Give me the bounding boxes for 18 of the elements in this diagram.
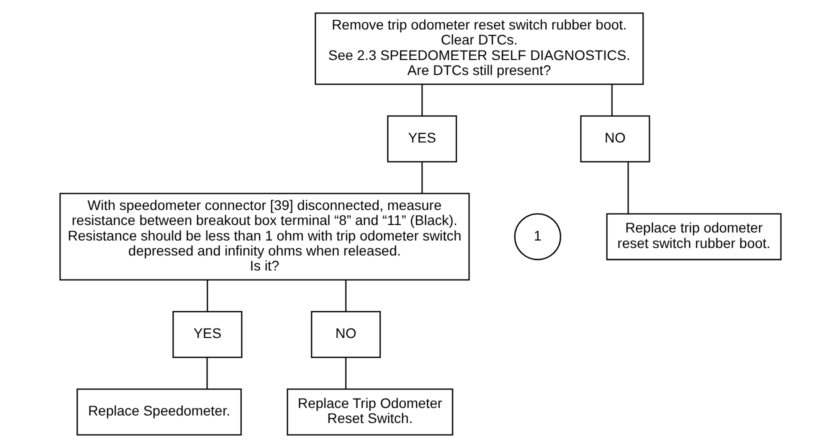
connector <box>206 358 208 389</box>
node-box: Replace Speedometer. <box>76 388 242 436</box>
node-box: YES <box>172 311 242 358</box>
node-box: NO <box>310 311 380 358</box>
node-box: Replace trip odometer reset switch rubber boot. <box>606 213 782 260</box>
connector <box>206 280 208 312</box>
node-box: Replace Trip Odometer Reset Switch. <box>286 388 453 436</box>
node-box: Remove trip odometer reset switch rubber boot. Clear DTCs. See 2.3 SPEEDOMETER SELF DIAGNOSTICS. Are DTCs still present? <box>314 12 644 85</box>
connector <box>420 162 422 194</box>
node-box: NO <box>580 115 650 162</box>
connector <box>344 358 346 389</box>
node-box: YES <box>386 115 457 162</box>
connector <box>627 162 628 214</box>
connector <box>420 84 422 116</box>
connector <box>344 280 346 312</box>
node-circle: 1 <box>514 213 561 260</box>
node-box: With speedometer connector [39] disconnected, measure resistance between breakout box terminal “8” and “11” (Black). Resistance should be less than 1 ohm with trip odometer switch depressed and infinity ohms when released. Is it? <box>58 192 470 281</box>
connector <box>610 84 612 116</box>
